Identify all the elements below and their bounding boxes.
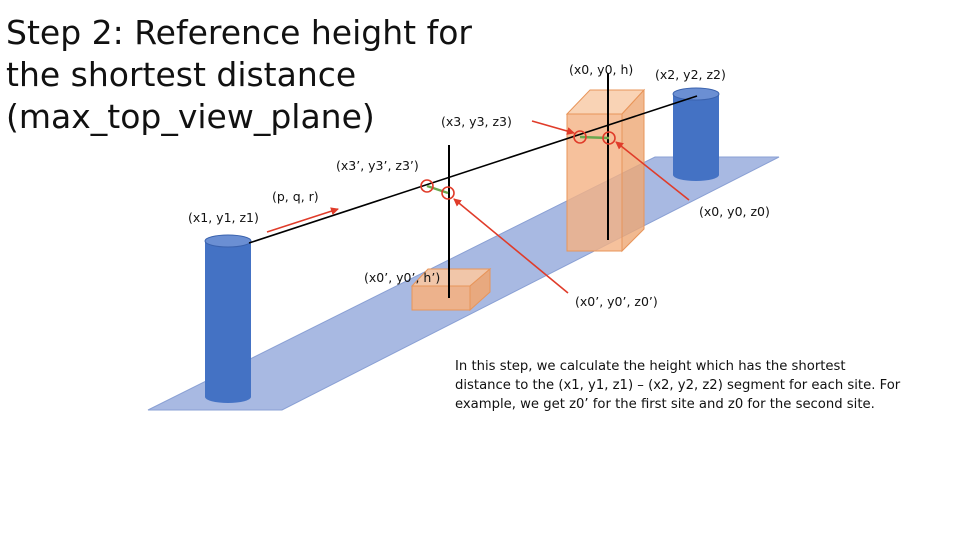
description-line-2: distance to the (x1, y1, z1) – (x2, y2, … — [455, 378, 901, 393]
point-x0-z0-marker — [602, 131, 616, 145]
label-x0p-y0p-z0p: (x0’, y0’, z0’) — [575, 294, 658, 309]
shortest-distance-segment-1 — [426, 184, 449, 195]
label-x0-y0-h: (x0, y0, h) — [569, 62, 633, 77]
shortest-distance-segment-2 — [579, 135, 610, 140]
description-line-1: In this step, we calculate the height wh… — [455, 359, 846, 374]
point-x3p-marker — [420, 179, 434, 193]
far-cylinder — [672, 87, 720, 181]
slide-title: Step 2: Reference height for the shortes… — [6, 12, 472, 138]
title-line-1: Step 2: Reference height for — [6, 13, 472, 52]
line-of-sight-segment — [248, 95, 698, 244]
title-line-3: (max_top_view_plane) — [6, 97, 375, 136]
point-x3-marker — [573, 130, 587, 144]
tall-box — [565, 88, 646, 253]
description: In this step, we calculate the height wh… — [455, 357, 925, 414]
description-line-3: example, we get z0’ for the first site a… — [455, 397, 875, 412]
label-x0-y0-z0: (x0, y0, z0) — [699, 204, 770, 219]
label-x0p-y0p-hp: (x0’, y0’, h’) — [364, 270, 440, 285]
arrow-to-x0-z0 — [615, 141, 690, 201]
label-p-q-r: (p, q, r) — [272, 189, 319, 204]
small-box — [410, 267, 492, 312]
near-cylinder — [204, 234, 252, 403]
label-x3-y3-z3: (x3, y3, z3) — [441, 114, 512, 129]
title-line-2: the shortest distance — [6, 55, 357, 94]
point-x0p-z0p-marker — [441, 186, 455, 200]
arrow-to-x0p-z0p — [453, 198, 569, 294]
direction-arrow — [266, 207, 339, 233]
label-x3p-y3p-z3p: (x3’, y3’, z3’) — [336, 158, 419, 173]
label-x1-y1-z1: (x1, y1, z1) — [188, 210, 259, 225]
arrow-to-x3 — [531, 120, 575, 135]
label-x2-y2-z2: (x2, y2, z2) — [655, 67, 726, 82]
